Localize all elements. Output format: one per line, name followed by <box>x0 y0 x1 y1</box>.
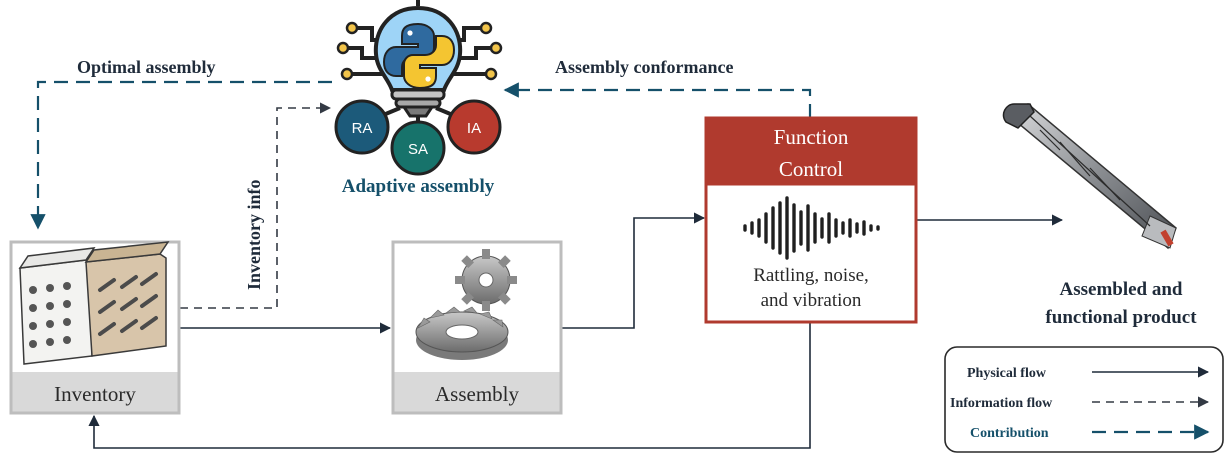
ra-agent-circle <box>334 99 390 155</box>
function-desc-line1: Rattling, noise, <box>753 265 869 286</box>
gears-icon <box>415 249 517 360</box>
assembly-conformance-arrow <box>503 82 812 118</box>
handpiece-icon <box>1002 103 1177 250</box>
sa-agent-circle <box>390 120 446 176</box>
legend-information-label: Information flow <box>950 396 1053 411</box>
inventory-info-label: Inventory info <box>244 179 264 290</box>
circuit-nodes-icon <box>336 21 503 81</box>
function-control-box: Function Control Rattling, noise, and <box>704 116 918 324</box>
legend-physical-label: Physical flow <box>967 366 1047 381</box>
assembly-box-label: Assembly <box>435 382 520 406</box>
ia-agent-label: IA <box>467 120 481 137</box>
function-control-title-line1: Function <box>774 125 849 149</box>
ia-agent-circle <box>446 99 502 155</box>
adaptive-assembly-label: Adaptive assembly <box>342 176 495 197</box>
sound-wave-icon <box>743 196 880 260</box>
assembly-conformance-label: Assembly conformance <box>555 57 733 77</box>
ra-agent-label: RA <box>352 120 373 137</box>
inventory-info-arrow <box>180 102 332 309</box>
assembled-product-label-line1: Assembled and <box>1060 279 1183 300</box>
sa-agent-label: SA <box>408 141 428 158</box>
assembled-product-label-line2: functional product <box>1045 307 1197 328</box>
function-desc-line2: and vibration <box>761 290 862 311</box>
legend-contribution-label: Contribution <box>970 426 1049 441</box>
adaptive-assembly-icon: RA SA IA <box>334 0 503 176</box>
optimal-assembly-arrow <box>30 80 332 230</box>
legend: Physical flow Information flow Contribut… <box>944 346 1224 453</box>
parts-rack-icon <box>18 241 170 365</box>
assembly-to-function-arrow <box>562 212 706 329</box>
function-control-title-line2: Control <box>779 157 843 181</box>
python-logo-icon <box>382 22 456 90</box>
inventory-box: Inventory <box>9 240 181 415</box>
function-to-inventory-return-arrow <box>88 322 811 449</box>
inventory-box-label: Inventory <box>54 382 136 406</box>
assembly-box: Assembly <box>391 240 563 415</box>
optimal-assembly-label: Optimal assembly <box>77 57 216 77</box>
